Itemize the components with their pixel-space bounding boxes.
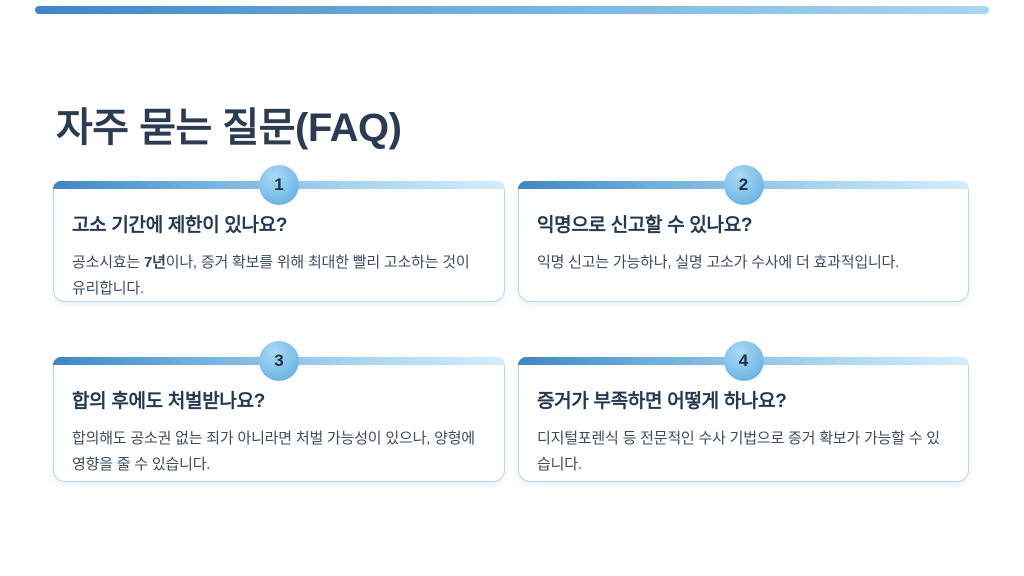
card-number-badge: 4 bbox=[723, 341, 764, 381]
card-number-badge: 3 bbox=[259, 341, 299, 381]
faq-question: 익명으로 신고할 수 있나요? bbox=[537, 215, 753, 236]
page-title: 자주 묻는 질문(FAQ) bbox=[56, 105, 402, 150]
faq-answer: 디지털포렌식 등 전문적인 수사 기법으로 증거 확보가 가능할 수 있습니다. bbox=[537, 429, 940, 473]
faq-card: 3 합의 후에도 처벌받나요? 합의해도 공소권 없는 죄가 아니라면 처벌 가… bbox=[53, 341, 505, 498]
faq-question: 증거가 부족하면 어떻게 하나요? bbox=[537, 391, 787, 412]
card-body: 고소 기간에 제한이 있나요? 공소시효는 7년이나, 증거 확보를 위해 최대… bbox=[53, 189, 505, 302]
faq-card: 2 익명으로 신고할 수 있나요? 익명 신고는 가능하나, 실명 고소가 수사… bbox=[518, 165, 969, 318]
faq-answer: 공소시효는 7년이나, 증거 확보를 위해 최대한 빨리 고소하는 것이 유리합… bbox=[72, 253, 470, 297]
faq-card: 4 증거가 부족하면 어떻게 하나요? 디지털포렌식 등 전문적인 수사 기법으… bbox=[518, 341, 969, 498]
card-number-badge: 2 bbox=[723, 165, 764, 205]
faq-answer: 합의해도 공소권 없는 죄가 아니라면 처벌 가능성이 있으나, 양형에 영향을… bbox=[72, 429, 475, 473]
faq-question: 합의 후에도 처벌받나요? bbox=[72, 391, 266, 412]
top-accent-bar bbox=[35, 6, 989, 14]
card-body: 익명으로 신고할 수 있나요? 익명 신고는 가능하나, 실명 고소가 수사에 … bbox=[518, 189, 969, 302]
faq-card: 1 고소 기간에 제한이 있나요? 공소시효는 7년이나, 증거 확보를 위해 … bbox=[53, 165, 505, 318]
card-body: 합의 후에도 처벌받나요? 합의해도 공소권 없는 죄가 아니라면 처벌 가능성… bbox=[53, 365, 505, 482]
card-number-badge: 1 bbox=[259, 165, 299, 205]
faq-answer: 익명 신고는 가능하나, 실명 고소가 수사에 더 효과적입니다. bbox=[537, 253, 900, 271]
card-body: 증거가 부족하면 어떻게 하나요? 디지털포렌식 등 전문적인 수사 기법으로 … bbox=[518, 365, 969, 482]
faq-question: 고소 기간에 제한이 있나요? bbox=[72, 215, 288, 236]
faq-grid: 1 고소 기간에 제한이 있나요? 공소시효는 7년이나, 증거 확보를 위해 … bbox=[53, 165, 969, 498]
